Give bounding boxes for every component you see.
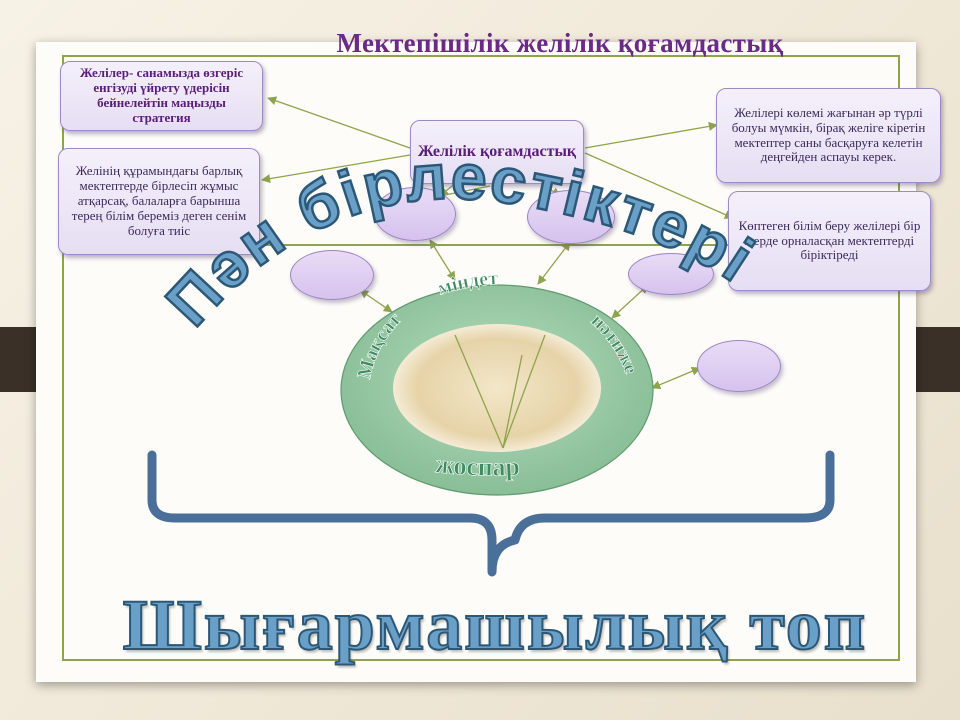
petal-4 [628, 253, 714, 295]
petal-5 [697, 340, 781, 392]
center-box-network: Желілік қоғамдастық [410, 120, 584, 184]
petal-3 [527, 190, 615, 244]
arrow-center-to-box4 [584, 152, 734, 219]
info-box-location: Көптеген білім беру желілері бір жерде о… [728, 191, 931, 291]
slide-title: Мектепішілік желілік қоғамдастық [336, 28, 784, 58]
bottom-creative-group-text: Шығармашылық топ [122, 584, 868, 666]
arrow-center-to-box2 [261, 154, 411, 184]
connector-arrows [261, 96, 734, 390]
arrow-extra-line [439, 185, 491, 197]
arrow-center-to-box3 [584, 121, 718, 149]
arrow-petal4-ring [611, 284, 649, 319]
frame-divider-line [62, 244, 900, 246]
ring-word-bottom: жоспар [434, 449, 520, 481]
info-box-strategy: Желілер- санамызда өзгеріс енгізуді үйре… [60, 61, 263, 131]
sand-center [393, 324, 601, 452]
arrow-petal2-ring [429, 239, 456, 281]
petal-2 [374, 187, 456, 241]
arrow-center-to-box1 [267, 96, 411, 149]
arrow-petal3-ring [537, 241, 571, 285]
info-box-size: Желілері көлемі жағынан әр түрлі болуы м… [716, 88, 941, 183]
center-lines [454, 334, 546, 449]
curly-brace [147, 450, 835, 577]
info-box-trust: Желінің құрамындағы барлық мектептерде б… [58, 148, 260, 255]
arrow-petal1-ring [359, 289, 393, 313]
arc-text-subject-associations: Пән бірлестіктері [152, 140, 768, 339]
green-frame [62, 55, 900, 661]
arrow-petal5-ring [651, 366, 701, 390]
petal-1 [290, 250, 374, 300]
